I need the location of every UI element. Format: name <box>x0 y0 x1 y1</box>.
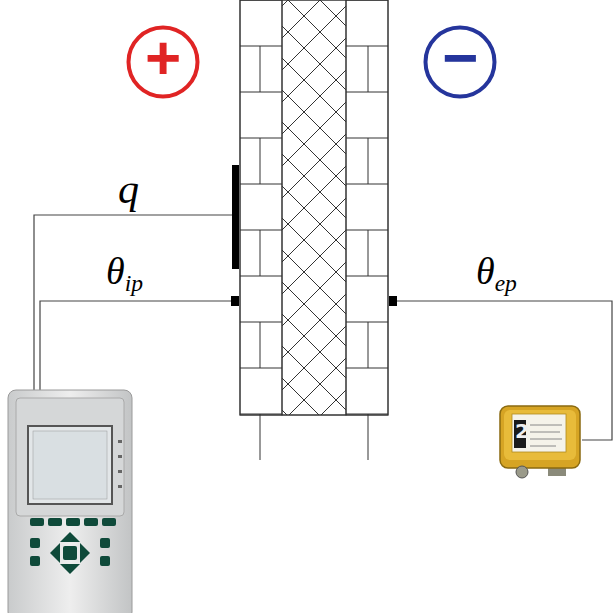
heat-flux-plate <box>232 165 239 269</box>
brick-joint <box>368 46 369 92</box>
outer-temp-sensor <box>389 296 397 306</box>
inner-temp-label: θip <box>106 252 143 295</box>
brick-joint <box>240 322 282 323</box>
brick-joint <box>368 322 369 368</box>
brick-joint <box>346 184 388 185</box>
inner-temp-sensor <box>231 296 239 306</box>
brick-joint <box>260 46 261 92</box>
temperature-logger <box>500 406 580 478</box>
brick-joint <box>240 368 282 369</box>
negative-side-circle: − <box>423 25 497 99</box>
wall-outline <box>240 0 388 415</box>
brick-joint <box>346 230 388 231</box>
brick-joint <box>346 46 388 47</box>
brick-joint <box>240 230 282 231</box>
measuring-device <box>8 390 132 613</box>
brick-joint <box>346 138 388 139</box>
inner-temp-wire <box>40 301 232 392</box>
brick-joint <box>346 92 388 93</box>
brick-joint <box>260 414 261 460</box>
brick-joint <box>368 414 369 460</box>
sign-symbol: − <box>423 21 497 95</box>
brick-joint <box>240 184 282 185</box>
insulation-layer <box>282 0 346 415</box>
sign-symbol: + <box>126 21 200 95</box>
brick-joint <box>346 322 388 323</box>
brick-layer <box>240 0 282 415</box>
brick-joint <box>368 230 369 276</box>
brick-joint <box>240 276 282 277</box>
heat-flux-label: q <box>118 168 139 210</box>
brick-joint <box>240 46 282 47</box>
brick-joint <box>260 138 261 184</box>
brick-joint <box>240 414 282 415</box>
brick-layer <box>346 0 388 415</box>
brick-joint <box>260 322 261 368</box>
brick-joint <box>260 230 261 276</box>
brick-joint <box>240 92 282 93</box>
brick-joint <box>346 368 388 369</box>
brick-joint <box>346 276 388 277</box>
outer-temp-label: θep <box>476 252 517 295</box>
brick-joint <box>240 138 282 139</box>
heat-flux-wire <box>34 215 236 392</box>
brick-joint <box>368 138 369 184</box>
logger-number: 2 <box>515 421 529 441</box>
brick-joint <box>346 414 388 415</box>
positive-side-circle: + <box>126 25 200 99</box>
brick-layer <box>240 0 388 460</box>
